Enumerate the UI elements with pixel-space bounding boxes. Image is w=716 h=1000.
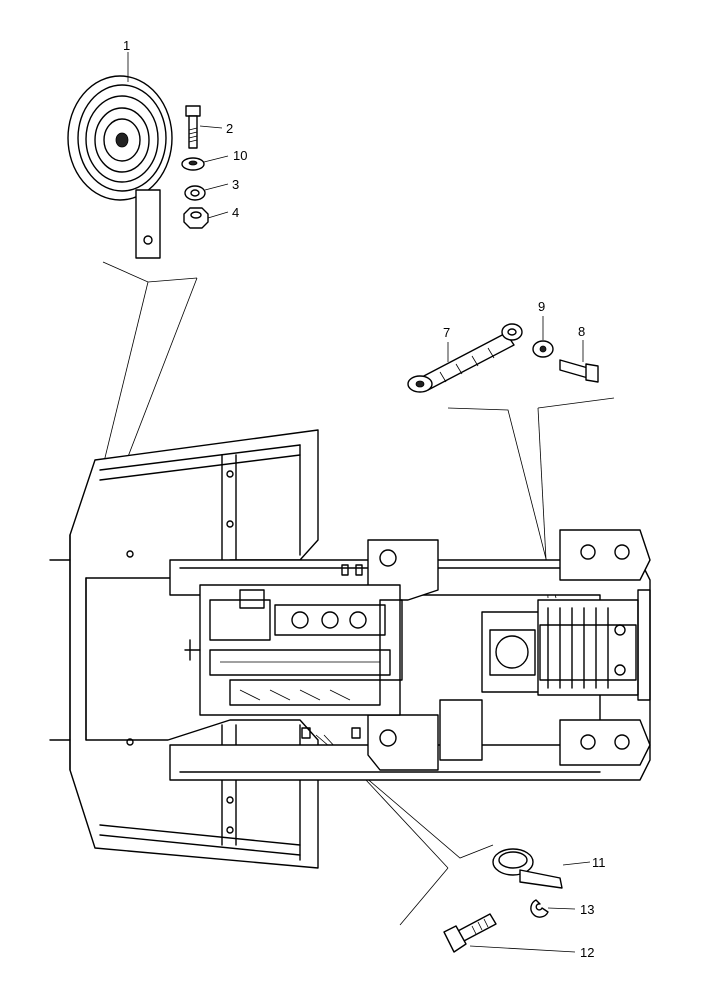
- clamp-assembly: [315, 734, 591, 953]
- callout-4: 4: [232, 205, 239, 220]
- washer-part-9: [532, 340, 554, 358]
- engine-block: [184, 584, 403, 716]
- bolt-part-8: [559, 359, 599, 383]
- washer-part-10: [181, 157, 205, 171]
- callout-7: 7: [443, 325, 450, 340]
- clamp-part-11: [492, 848, 563, 889]
- transmission-housing: [481, 589, 651, 701]
- bolt-part-12: [443, 913, 497, 953]
- callout-8: 8: [578, 324, 585, 339]
- horn-part-1: [67, 75, 173, 259]
- lock-washer-part-13: [530, 899, 549, 918]
- lock-washer-part-3: [184, 185, 206, 201]
- callout-10: 10: [233, 148, 247, 163]
- bolt-part-2: [185, 105, 201, 149]
- callout-1: 1: [123, 38, 130, 53]
- horn-assembly: [67, 52, 229, 569]
- ground-strap-part-7: [407, 323, 523, 393]
- callout-13: 13: [580, 902, 594, 917]
- nut-part-4: [183, 207, 209, 229]
- callout-2: 2: [226, 121, 233, 136]
- callout-11: 11: [592, 855, 606, 870]
- callout-12: 12: [580, 945, 594, 960]
- callout-3: 3: [232, 177, 239, 192]
- tractor-chassis: [49, 429, 651, 869]
- callout-9: 9: [538, 299, 545, 314]
